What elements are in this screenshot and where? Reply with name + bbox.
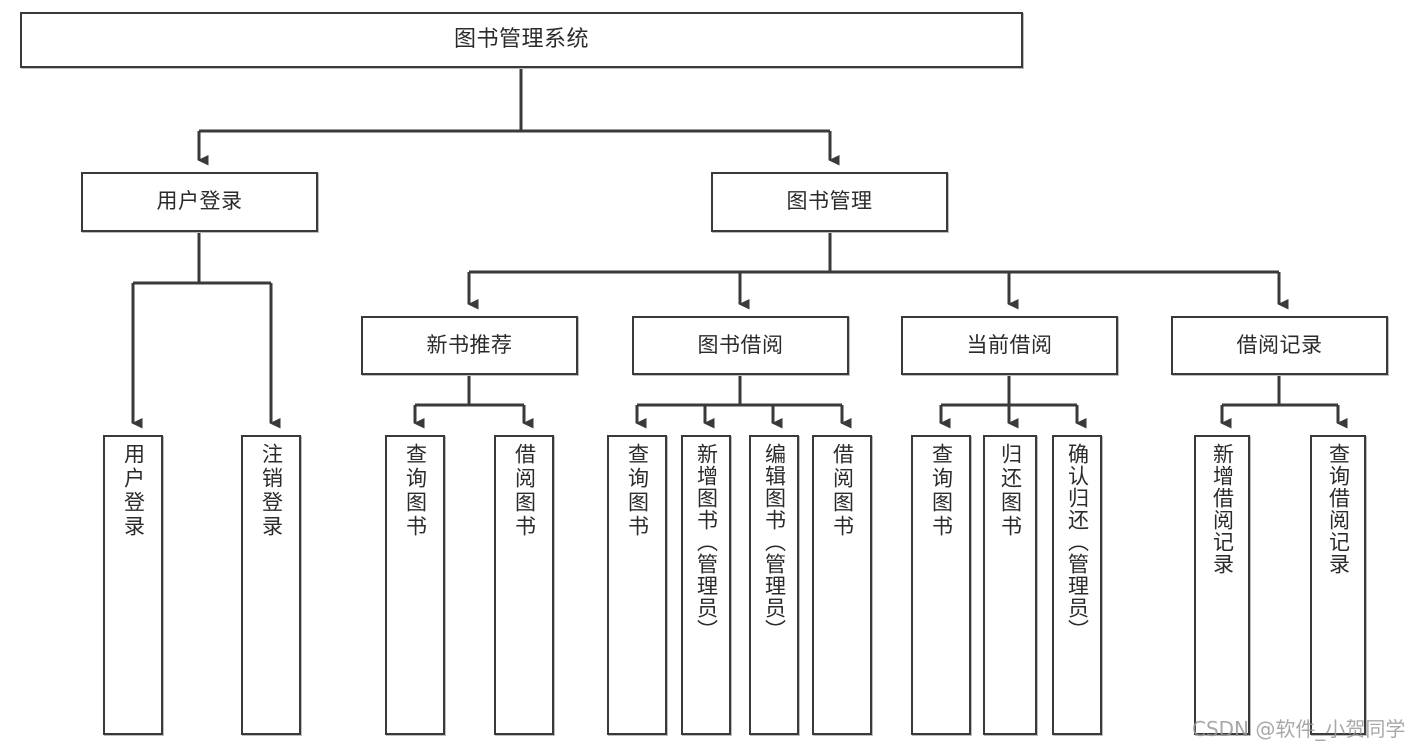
node-leaf-query-book-borrow[interactable]: 查询图书 — [607, 435, 667, 735]
node-label: 图书管理 — [786, 189, 873, 214]
node-leaf-borrow-book[interactable]: 借阅图书 — [812, 435, 872, 735]
node-leaf-add-borrow-record[interactable]: 新增借阅记录 — [1194, 435, 1250, 735]
csdn-watermark: CSDN @软件_小贺同学 — [1192, 717, 1405, 741]
node-label: 借阅记录 — [1236, 332, 1323, 357]
node-leaf-return-book[interactable]: 归还图书 — [983, 435, 1037, 735]
node-label: 查询借阅记录 — [1326, 443, 1351, 575]
node-label: 注销登录 — [259, 443, 284, 539]
node-leaf-add-book-admin[interactable]: 新增图书（管理员） — [681, 435, 731, 735]
node-label: 借阅图书 — [830, 443, 855, 539]
node-leaf-user-login[interactable]: 用户登录 — [103, 435, 163, 735]
node-label: 借阅图书 — [512, 443, 537, 539]
node-label: 编辑图书（管理员） — [762, 443, 787, 641]
node-label: 确认归还（管理员） — [1065, 443, 1090, 641]
node-label: 新增借阅记录 — [1210, 443, 1235, 575]
node-label: 新增图书（管理员） — [694, 443, 719, 641]
node-borrow-record[interactable]: 借阅记录 — [1171, 316, 1388, 375]
node-label: 图书管理系统 — [453, 26, 589, 52]
node-label: 查询图书 — [929, 443, 954, 539]
node-label: 新书推荐 — [426, 332, 513, 357]
node-label: 用户登录 — [156, 189, 243, 214]
node-label: 归还图书 — [998, 443, 1023, 539]
node-user-login[interactable]: 用户登录 — [81, 172, 318, 232]
node-leaf-borrow-book-recommend[interactable]: 借阅图书 — [494, 435, 554, 735]
node-label: 当前借阅 — [966, 332, 1053, 357]
node-leaf-confirm-return-admin[interactable]: 确认归还（管理员） — [1052, 435, 1102, 735]
node-current-borrow[interactable]: 当前借阅 — [901, 316, 1118, 375]
node-leaf-logout[interactable]: 注销登录 — [241, 435, 301, 735]
node-label: 用户登录 — [121, 443, 146, 539]
node-label: 查询图书 — [403, 443, 428, 539]
node-book-management[interactable]: 图书管理 — [711, 172, 948, 232]
node-label: 查询图书 — [625, 443, 650, 539]
node-leaf-query-book-current[interactable]: 查询图书 — [911, 435, 971, 735]
node-new-book-recommend[interactable]: 新书推荐 — [361, 316, 578, 375]
node-leaf-query-book-recommend[interactable]: 查询图书 — [385, 435, 445, 735]
node-leaf-query-borrow-record[interactable]: 查询借阅记录 — [1310, 435, 1366, 735]
node-root-system[interactable]: 图书管理系统 — [20, 12, 1023, 68]
node-book-borrow[interactable]: 图书借阅 — [632, 316, 849, 375]
node-label: 图书借阅 — [697, 332, 784, 357]
node-leaf-edit-book-admin[interactable]: 编辑图书（管理员） — [749, 435, 799, 735]
